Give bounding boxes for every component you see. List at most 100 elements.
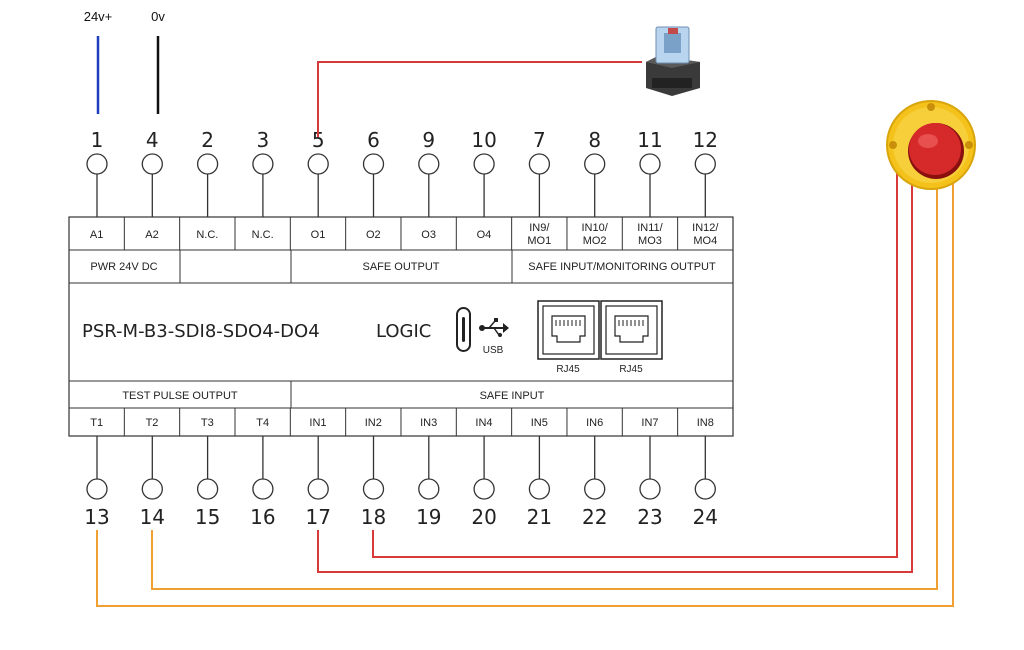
section-pwr: PWR 24V DC bbox=[90, 261, 157, 273]
terminal-screw-icon bbox=[418, 153, 440, 175]
supply-plus-label: 24v+ bbox=[84, 9, 113, 24]
terminal-number: 24 bbox=[693, 505, 718, 529]
terminal-screw-icon bbox=[141, 478, 163, 500]
bottom-terminal: 13 bbox=[84, 436, 110, 529]
rj45-label-1: RJ45 bbox=[556, 364, 580, 375]
section-safe-output: SAFE OUTPUT bbox=[362, 261, 439, 273]
terminal-label-line1: IN10/ bbox=[581, 222, 608, 234]
terminal-label: IN8 bbox=[697, 417, 714, 429]
terminal-number: 14 bbox=[140, 505, 165, 529]
terminal-number: 8 bbox=[588, 128, 601, 152]
terminal-screw-icon bbox=[639, 478, 661, 500]
section-test-pulse: TEST PULSE OUTPUT bbox=[122, 390, 238, 402]
top-terminal: 10 bbox=[471, 128, 497, 217]
terminal-screw-icon bbox=[694, 478, 716, 500]
relay-icon bbox=[646, 26, 700, 96]
terminal-screw-icon bbox=[473, 478, 495, 500]
terminal-number: 2 bbox=[201, 128, 214, 152]
terminal-screw-icon bbox=[196, 153, 219, 175]
terminal-number: 11 bbox=[637, 128, 662, 152]
terminal-label: IN4 bbox=[475, 417, 492, 429]
logic-label: LOGIC bbox=[376, 321, 431, 342]
bottom-terminal: 22 bbox=[582, 436, 607, 529]
bottom-terminal: 16 bbox=[250, 436, 276, 529]
top-terminal: 2 bbox=[196, 128, 219, 217]
bottom-terminal: 14 bbox=[140, 436, 165, 529]
terminal-label: T4 bbox=[256, 417, 269, 429]
terminal-label-line1: IN9/ bbox=[529, 222, 550, 234]
terminal-number: 15 bbox=[195, 505, 220, 529]
bottom-terminal: 23 bbox=[637, 436, 663, 529]
terminal-screw-icon bbox=[86, 478, 108, 500]
terminal-screw-icon bbox=[528, 153, 551, 175]
terminal-number: 9 bbox=[422, 128, 435, 152]
terminal-label: O1 bbox=[311, 229, 326, 241]
terminal-number: 4 bbox=[146, 128, 159, 152]
terminal-number: 12 bbox=[693, 128, 718, 152]
terminal-number: 7 bbox=[533, 128, 546, 152]
terminal-number: 19 bbox=[416, 505, 441, 529]
top-terminal: 5 bbox=[307, 128, 329, 217]
terminal-screw-icon bbox=[141, 153, 163, 175]
top-terminal: 7 bbox=[528, 128, 551, 217]
bottom-terminal: 20 bbox=[471, 436, 497, 529]
terminal-number: 10 bbox=[471, 128, 496, 152]
terminal-screw-icon bbox=[86, 153, 108, 175]
terminal-screw-icon bbox=[473, 153, 495, 175]
terminal-screw-icon bbox=[694, 153, 716, 175]
terminal-number: 21 bbox=[527, 505, 552, 529]
section-safe-input-monitoring: SAFE INPUT/MONITORING OUTPUT bbox=[528, 261, 716, 273]
rj45-port-2-icon bbox=[600, 300, 663, 360]
terminal-label: IN2 bbox=[365, 417, 382, 429]
supply-zero-label: 0v bbox=[151, 9, 165, 24]
top-terminal: 8 bbox=[584, 128, 606, 217]
top-terminal: 3 bbox=[252, 128, 274, 217]
wire-estop-t1 bbox=[96, 178, 954, 607]
section-safe-input: SAFE INPUT bbox=[480, 390, 545, 402]
terminal-label: O4 bbox=[477, 229, 492, 241]
terminal-label: IN6 bbox=[586, 417, 603, 429]
supply: 24v+ 0v bbox=[84, 9, 165, 114]
terminal-screw-icon bbox=[307, 478, 329, 500]
terminal-label: IN3 bbox=[420, 417, 437, 429]
usb-c-port-icon bbox=[456, 307, 471, 352]
terminal-label: O2 bbox=[366, 229, 381, 241]
terminal-label: A1 bbox=[90, 229, 103, 241]
bottom-terminal: 17 bbox=[305, 436, 331, 529]
terminal-number: 20 bbox=[471, 505, 496, 529]
rj45-label-2: RJ45 bbox=[619, 364, 643, 375]
terminal-number: 22 bbox=[582, 505, 607, 529]
wire-relay bbox=[317, 61, 642, 137]
terminal-label: T1 bbox=[90, 417, 103, 429]
terminal-label-line2: MO4 bbox=[693, 235, 717, 247]
top-terminal: 12 bbox=[693, 128, 718, 217]
terminal-label: N.C. bbox=[196, 229, 218, 241]
usb-label: USB bbox=[483, 345, 504, 356]
model-name: PSR-M-B3-SDI8-SDO4-DO4 bbox=[82, 321, 320, 342]
bottom-terminal: 19 bbox=[416, 436, 442, 529]
terminal-number: 16 bbox=[250, 505, 275, 529]
top-terminal: 1 bbox=[86, 128, 108, 217]
terminal-number: 5 bbox=[312, 128, 325, 152]
terminal-screw-icon bbox=[362, 153, 385, 175]
terminal-label-line2: MO2 bbox=[583, 235, 607, 247]
terminal-screw-icon bbox=[418, 478, 440, 500]
emergency-stop-icon bbox=[886, 100, 976, 190]
terminal-number: 13 bbox=[84, 505, 109, 529]
terminal-label: N.C. bbox=[252, 229, 274, 241]
terminal-screw-icon bbox=[196, 478, 219, 500]
top-terminal: 6 bbox=[362, 128, 385, 217]
terminal-screw-icon bbox=[252, 153, 274, 175]
terminal-number: 6 bbox=[367, 128, 380, 152]
terminal-label-line1: IN11/ bbox=[637, 222, 663, 234]
terminal-label: IN7 bbox=[641, 417, 658, 429]
terminal-screw-icon bbox=[584, 478, 606, 500]
top-terminal: 4 bbox=[141, 128, 163, 217]
rj45-port-1-icon bbox=[537, 300, 600, 360]
bottom-terminal: 18 bbox=[361, 436, 386, 529]
terminal-number: 17 bbox=[305, 505, 330, 529]
wire-estop-t2 bbox=[151, 185, 938, 590]
bottom-terminal: 21 bbox=[527, 436, 552, 529]
terminal-label-line2: MO3 bbox=[638, 235, 662, 247]
terminal-label: IN5 bbox=[531, 417, 548, 429]
